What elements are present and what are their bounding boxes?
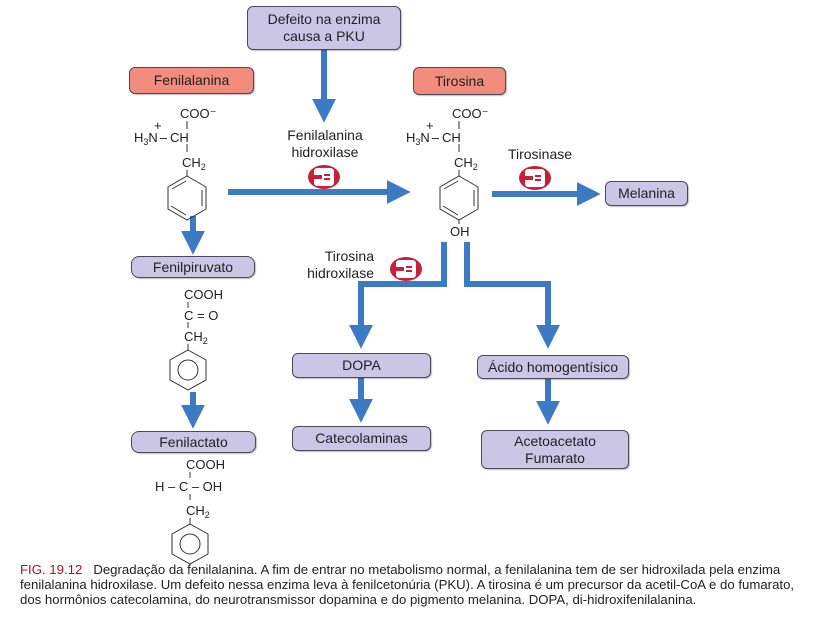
flc-cooh-text: COOH (186, 457, 225, 472)
tyr-plus-sign: + (426, 118, 434, 133)
phe-hydroxylase-label: Fenilalanina hidroxilase (270, 127, 380, 161)
pku-note-line1: Defeito na enzima (267, 11, 381, 27)
flc-h-c-oh-text: H – C – OH (155, 479, 222, 494)
enzyme-icon-tyr-hydroxylase (390, 257, 422, 281)
structure-fenilpiruvato (169, 302, 207, 391)
fumarato-label: Fumarato (525, 449, 585, 466)
fenilpiruvato-box: Fenilpiruvato (131, 256, 255, 278)
catecolaminas-box: Catecolaminas (292, 426, 431, 451)
tirosinase-label: Tirosinase (507, 146, 573, 162)
tyr-hydroxylase-label: Tirosina hidroxilase (290, 248, 374, 282)
dopa-label: DOPA (342, 357, 381, 373)
fenilalanina-label: Fenilalanina (153, 72, 230, 88)
tirosina-label: Tirosina (434, 72, 485, 89)
phe-hydroxylase-line1: Fenilalanina (287, 127, 363, 143)
arrow-tyr-to-homogentisico (464, 242, 560, 349)
acido-homogentisico-label: Ácido homogentísico (488, 358, 618, 375)
phe-coo-text: COO⁻ (180, 106, 217, 121)
figure-caption: FIG. 19.12 Degradação da fenilalanina. A… (20, 562, 810, 607)
flc-ch2-text: CH2 (186, 503, 210, 520)
figure-label: FIG. 19.12 (20, 562, 83, 577)
dopa-box: DOPA (292, 353, 431, 378)
catecolaminas-label: Catecolaminas (315, 430, 408, 446)
tyr-hydroxylase-line1: Tirosina (324, 248, 374, 264)
phe-ch2-text: CH2 (182, 155, 206, 172)
enzyme-icon-phe-hydroxylase (308, 165, 340, 189)
melanina-box: Melanina (605, 181, 688, 206)
fpv-ch2-text: CH2 (184, 329, 208, 346)
structure-fenilalanina (167, 121, 207, 221)
structure-tirosina (439, 121, 479, 224)
enzyme-icon-tirosinase (519, 166, 551, 190)
tyr-oh-text: OH (450, 224, 470, 239)
arrow-tyr-to-dopa (349, 242, 447, 349)
fenilpiruvato-label: Fenilpiruvato (152, 258, 234, 275)
tyr-hydroxylase-line2: hidroxilase (307, 265, 374, 281)
fpv-c-o-text: C = O (184, 308, 218, 323)
caption-text: Degradação da fenilalanina. A fim de ent… (20, 562, 795, 607)
acetoacetato-label: Acetoacetato (514, 432, 596, 449)
tyr-h3n-text: H3N–CH (406, 130, 461, 147)
pku-note-line2: causa a PKU (283, 28, 365, 44)
phe-h3n-text: H3N–CH (134, 130, 189, 147)
phe-hydroxylase-line2: hidroxilase (291, 144, 359, 160)
fenilactato-box: Fenilactato (131, 431, 256, 453)
melanina-label: Melanina (618, 185, 675, 201)
tyr-ch2-text: CH2 (454, 155, 478, 172)
tyr-coo-text: COO⁻ (452, 106, 489, 121)
phe-plus-sign: + (154, 118, 162, 133)
fpv-cooh-text: COOH (184, 287, 223, 302)
acido-homogentisico-box: Ácido homogentísico (477, 355, 629, 379)
fenilactato-label: Fenilactato (159, 433, 228, 450)
structure-fenilactato (171, 472, 209, 565)
fenilalanina-box: Fenilalanina (129, 67, 254, 94)
tirosina-box: Tirosina (413, 67, 506, 95)
